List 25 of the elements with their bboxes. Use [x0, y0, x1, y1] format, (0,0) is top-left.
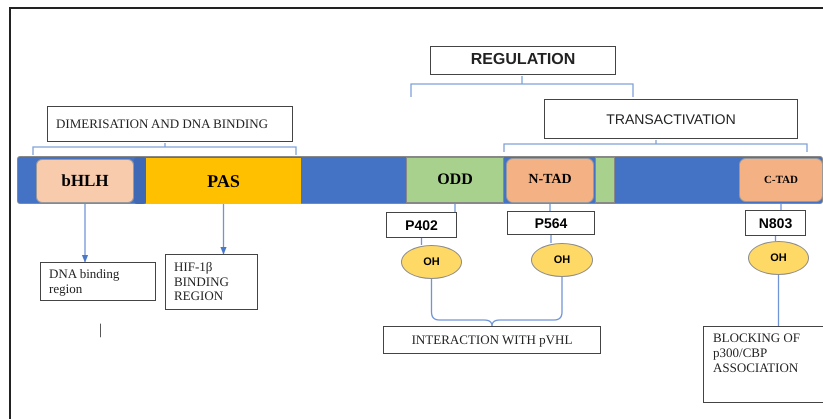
domain-segment: PAS: [146, 158, 301, 204]
text-mark: |: [99, 322, 102, 339]
label-box: HIF-1β BINDING REGION: [165, 254, 258, 310]
connector-line: [430, 279, 493, 326]
domain-segment: bHLH: [36, 159, 134, 203]
arrow: [82, 203, 88, 263]
arrow: [220, 204, 227, 255]
label-box: REGULATION: [430, 46, 616, 75]
residue-box: N803: [745, 210, 806, 236]
domain-segment: ODD: [406, 157, 504, 203]
connector-line: [778, 275, 780, 326]
domain-segment: C-TAD: [739, 158, 823, 202]
label-box: DNA binding region: [40, 262, 156, 301]
label-box: INTERACTION WITH pVHL: [383, 326, 601, 354]
hydroxyl-ellipse: OH: [401, 245, 462, 279]
connector-line: [491, 277, 563, 326]
protein-bar: [17, 156, 823, 204]
label-box: BLOCKING OF p300/CBP ASSOCIATION: [703, 326, 823, 403]
domain-segment: N-TAD: [506, 158, 594, 203]
hydroxyl-ellipse: OH: [531, 243, 593, 277]
hydroxyl-ellipse: OH: [748, 241, 809, 275]
label-box: DIMERISATION AND DNA BINDING: [47, 106, 293, 142]
label-box: TRANSACTIVATION: [544, 99, 798, 139]
residue-box: P402: [386, 212, 457, 238]
residue-box: P564: [507, 211, 595, 235]
